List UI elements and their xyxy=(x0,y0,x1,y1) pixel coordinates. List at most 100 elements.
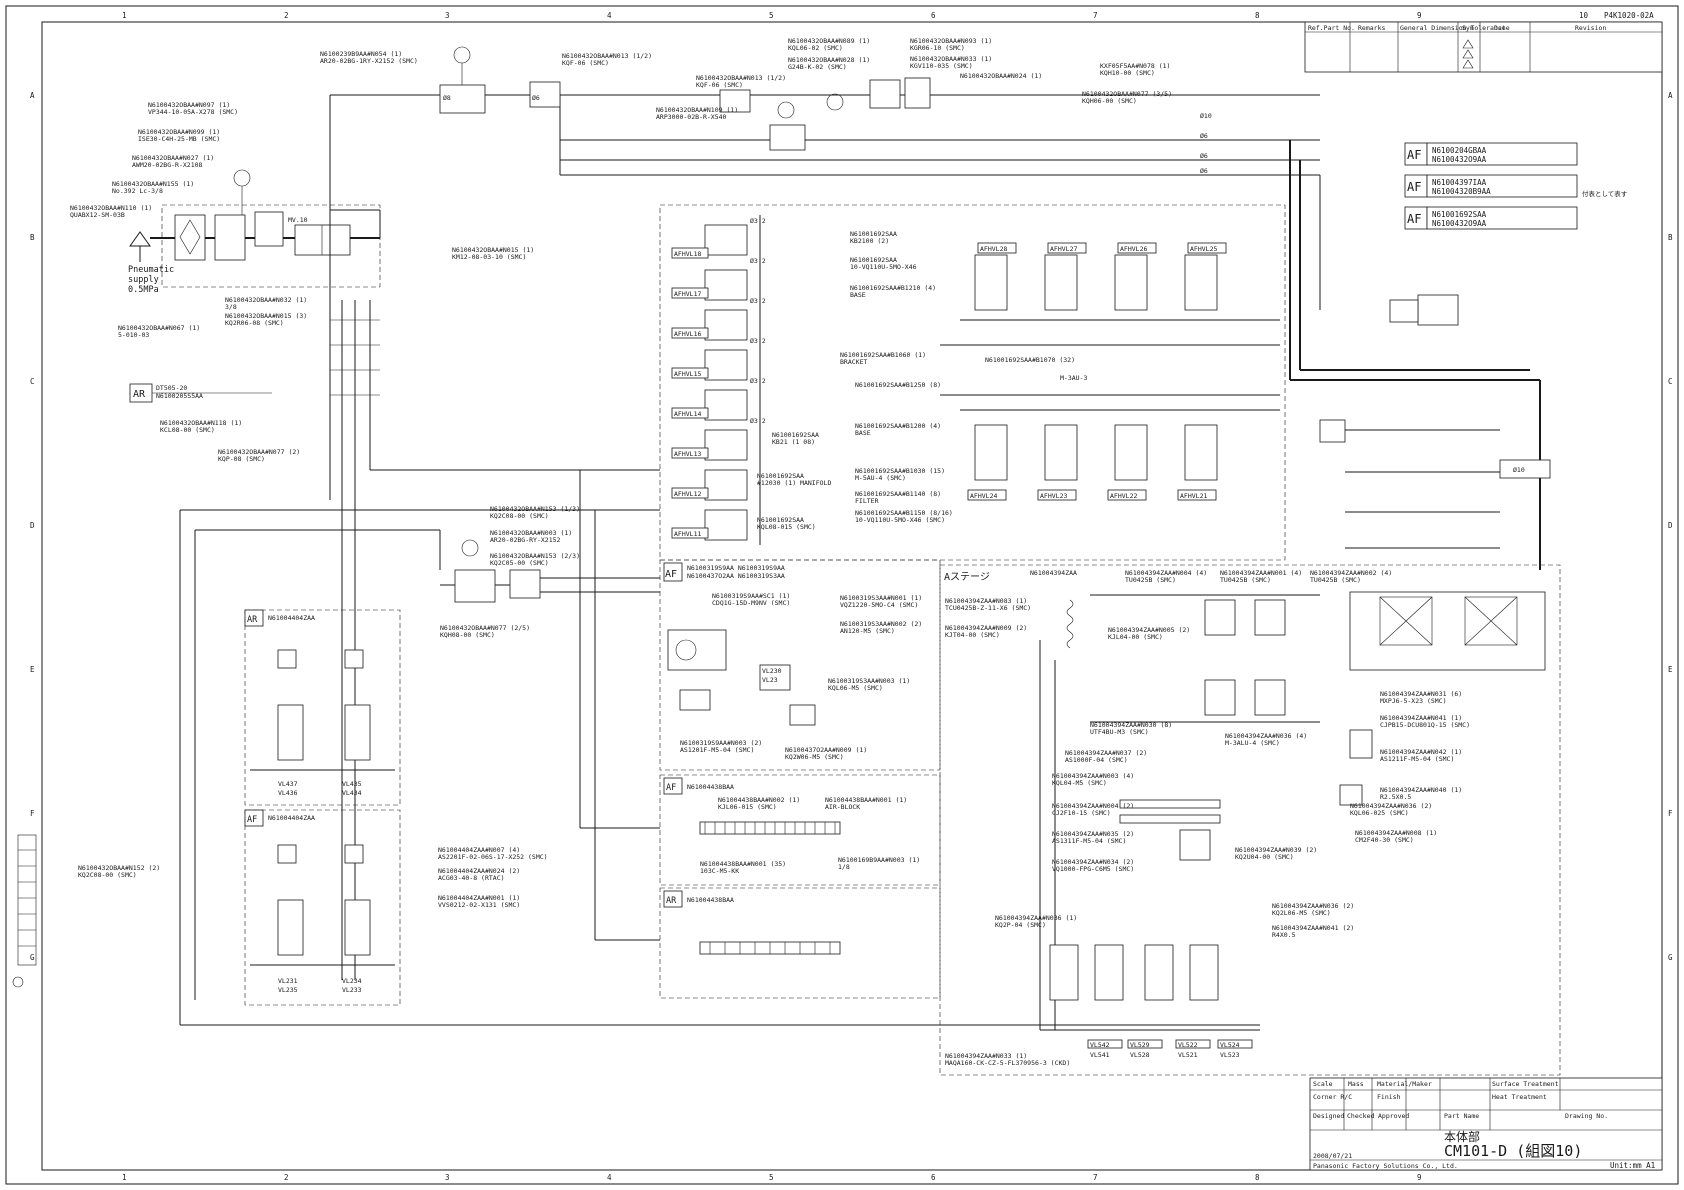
callout-sub: KQ2R06-08 (SMC) xyxy=(225,319,284,327)
af-line: N6100432O9AA xyxy=(1432,219,1487,228)
callout-label: N6100239B9AA#N054 (1) xyxy=(320,50,402,58)
callout-label: N61004394ZAA#N008 (1) xyxy=(1355,829,1437,837)
callout-sub: BRACKET xyxy=(840,358,867,366)
row-e-right: E xyxy=(1668,665,1673,674)
stage-a-header: N61004394ZAA xyxy=(1030,569,1077,577)
valve-label: VL231 xyxy=(278,977,298,985)
callout-sub: AS1000F-04 (SMC) xyxy=(1065,756,1128,764)
callout-label: N61004394ZAA#N042 (1) xyxy=(1380,748,1462,756)
callout-label: N61001692SAA xyxy=(850,256,897,264)
ar-top-label2: N6100205S5AA xyxy=(156,392,203,400)
title-label-corner: Corner R/C xyxy=(1313,1093,1352,1101)
column-markers-bottom: 1 2 3 4 5 6 7 8 9 xyxy=(122,1173,1422,1182)
callout-sub: KJT04-00 (SMC) xyxy=(945,631,1000,639)
row-d: D xyxy=(30,521,35,530)
callout-label: N6100432OBAA#N013 (1/2) xyxy=(696,74,786,82)
callout-label: N61001692SAA#B1250 (8) xyxy=(855,381,941,389)
callout-label: N6100432OBAA#N089 (1) xyxy=(788,37,870,45)
callout-sub: KCL08-00 (SMC) xyxy=(160,426,215,434)
callout-label: N6100432OBAA#N027 (1) xyxy=(132,154,214,162)
stage-a: Aステージ N61004394ZAA VL542 VL541 xyxy=(939,564,1561,1076)
title-label-heat: Heat Treatment xyxy=(1492,1093,1547,1101)
callout-sub: No.392 Lc-3/8 xyxy=(112,187,163,195)
callout-label: N61004394ZAA#N033 (1) xyxy=(945,1052,1027,1060)
callout-sub: 10-VQ110U-5MO-X46 xyxy=(850,263,917,271)
callout-label: N61004394ZAA#N040 (1) xyxy=(1380,786,1462,794)
callout-label: N61004438BAA#N001 (1) xyxy=(825,796,907,804)
callout-sub: M-3ALU-4 (SMC) xyxy=(1225,739,1280,747)
fitting-icon xyxy=(719,89,751,113)
feeder-title: N61004438BAA xyxy=(687,896,734,904)
callout-label: N6100432OBAA#N109 (1) xyxy=(656,106,738,114)
callout-sub: R2.5X0.5 xyxy=(1380,793,1411,801)
callout-label: N61001692SAA#B1210 (4) xyxy=(850,284,936,292)
callout-sub: KQF-06 (SMC) xyxy=(562,59,609,67)
callout-sub: KQ2C08-00 (SMC) xyxy=(490,512,549,520)
right-valves: Ø10 xyxy=(1319,294,1551,549)
callout-label: KXF05F5AA#N078 (1) xyxy=(1100,62,1170,70)
callout-label: N61004404ZAA#N007 (4) xyxy=(438,846,520,854)
callout-sub: KQF-06 (SMC) xyxy=(696,81,743,89)
supply-label-supply: supply xyxy=(128,275,159,285)
drawing-number-top: P4K1020-02A xyxy=(1604,11,1654,20)
valve-label: VL23 xyxy=(762,676,778,684)
callout-sub: KGV110-035 (SMC) xyxy=(910,62,973,70)
callout-label: N61001692SAA xyxy=(757,516,804,524)
callout-label: N61004394ZAA#N041 (1) xyxy=(1380,714,1462,722)
callout-sub: KQL06-02 (SMC) xyxy=(788,44,843,52)
valve-icon xyxy=(869,79,901,109)
coil-tube-icon xyxy=(1066,599,1074,649)
col-bottom-2: 2 xyxy=(284,1173,289,1182)
title-label-part-name: Part Name xyxy=(1444,1112,1479,1120)
callout-sub: KB21 (1 08) xyxy=(772,438,815,446)
side-valve-label: AFHVL13 xyxy=(674,450,701,458)
callout-label: N6100432OBAA#N067 (1) xyxy=(118,324,200,332)
part-name: 本体部 xyxy=(1444,1129,1480,1144)
callout-label: N61004394ZAA#N037 (2) xyxy=(1065,749,1147,757)
callout-label: N6100319S9AA#N003 (2) xyxy=(680,739,762,747)
callout-label: N61004394ZAA#N036 (2) xyxy=(1350,802,1432,810)
callout-label: N61001692SAA xyxy=(850,230,897,238)
unit-label: Unit:mm A1 xyxy=(1610,1161,1655,1170)
callout-label: N6100432OBAA#N118 (1) xyxy=(160,419,242,427)
nozzle-block: AF N6100319S9AA N6100319S9AA N6100437O2A… xyxy=(659,559,941,771)
outer-border xyxy=(5,5,1679,1185)
punch-hole-icon xyxy=(12,976,24,988)
phi-label: Ø3.2 xyxy=(750,257,766,265)
col-bottom-1: 1 xyxy=(122,1173,127,1182)
callout-sub: CM2F40-30 (SMC) xyxy=(1355,836,1414,844)
stage-valve-label: VL541 xyxy=(1090,1051,1110,1059)
pressure-gauge-icon xyxy=(777,101,795,119)
callout-sub: TU0425B (SMC) xyxy=(1310,576,1361,584)
title-label-approved: Approved xyxy=(1378,1112,1409,1120)
rev-triangle-icon xyxy=(1462,39,1474,49)
side-valve-label: AFHVL11 xyxy=(674,530,701,538)
row-d-right: D xyxy=(1668,521,1673,530)
side-valve-label: AFHVL15 xyxy=(674,370,701,378)
title-label-surface: Surface Treatment xyxy=(1492,1080,1559,1088)
callout-sub: VQ1000-FPG-C6M5 (SMC) xyxy=(1052,865,1134,873)
callout-sub: AIR-BLOCK xyxy=(825,803,860,811)
callout-label: N61001692SAA#B1140 (8) xyxy=(855,490,941,498)
vacuum-generator-section: N6100432OBAA#N089 (1) KQL06-02 (SMC) N61… xyxy=(656,37,1212,175)
callout-label: N6100319S3AA#N003 (1) xyxy=(828,677,910,685)
title-block: Scale Mass Material/Maker Surface Treatm… xyxy=(1309,1077,1663,1171)
callout-label: N6100432OBAA#N003 (1) xyxy=(490,529,572,537)
regulator-icon xyxy=(214,214,246,261)
feeder-blocks: AF N61004438BAA N61004438BAA#N002 (1) KJ… xyxy=(659,774,941,999)
callout-label: N6100432OBAA#N033 (1) xyxy=(910,55,992,63)
rev-remarks-header: Remarks xyxy=(1358,24,1385,32)
rev-date-header: Date xyxy=(1494,24,1510,32)
callout-sub: ACG03-40-8 (RTAC) xyxy=(438,874,505,882)
callout-sub: 1/8 xyxy=(838,863,850,871)
callout-sub: AS1211F-M5-04 (SMC) xyxy=(1380,755,1454,763)
tank-icon xyxy=(1499,459,1551,479)
stage-valve-label: VL528 xyxy=(1130,1051,1150,1059)
rev-tolerance-header: General Dimension Tolerance xyxy=(1400,24,1506,32)
callout-sub: 10-VQ110U-5MO-X46 (SMC) xyxy=(855,516,945,524)
vacuum-pump-icon xyxy=(904,77,931,109)
valve-label: VL437 xyxy=(278,780,298,788)
rev-triangle-icon xyxy=(1462,49,1474,59)
main-pipes xyxy=(179,94,1541,1026)
revision-table: Ref.Part No. Remarks General Dimension T… xyxy=(1304,21,1663,73)
